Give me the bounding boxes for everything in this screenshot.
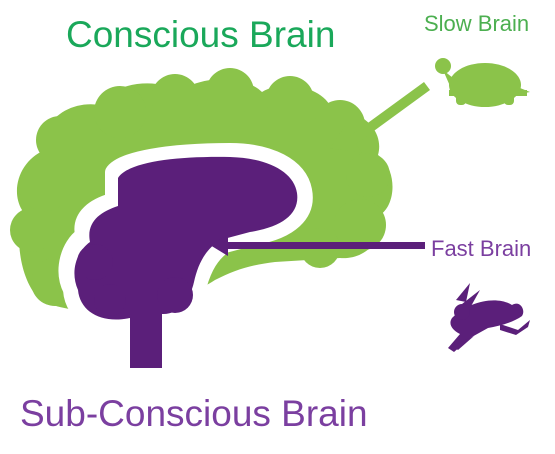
fast-brain-arrow xyxy=(210,235,425,256)
slow-brain-arrow xyxy=(330,82,430,153)
slow-brain-label: Slow Brain xyxy=(424,11,530,36)
turtle-icon xyxy=(435,58,530,107)
conscious-brain-label: Conscious Brain xyxy=(66,14,336,55)
fast-brain-label: Fast Brain xyxy=(431,236,532,261)
subconscious-brain xyxy=(74,156,298,368)
rabbit-icon xyxy=(448,283,530,352)
subconscious-brain-label: Sub-Conscious Brain xyxy=(20,393,368,434)
